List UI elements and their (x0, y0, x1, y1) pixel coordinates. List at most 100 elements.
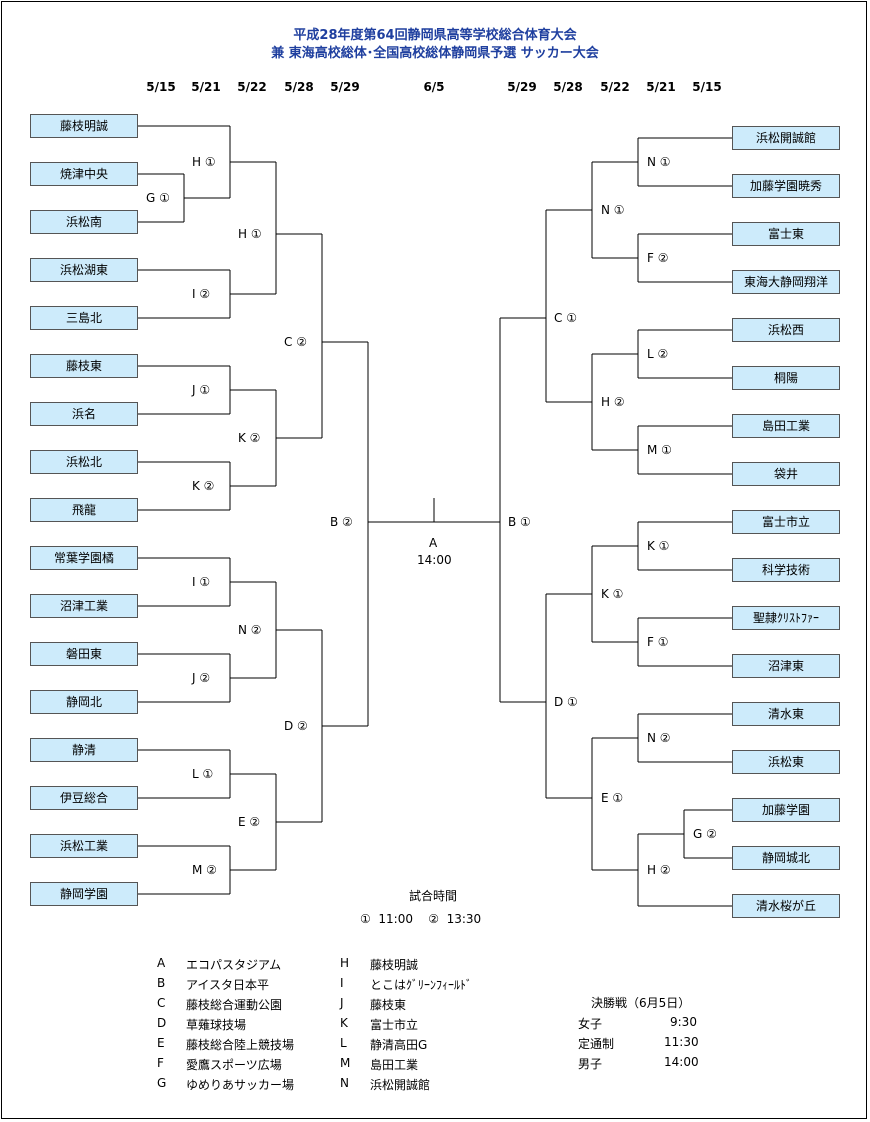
date-right-r2: 5/21 (646, 80, 676, 94)
match-venue-label: E ② (237, 815, 262, 829)
team-right: 浜松東 (732, 750, 840, 774)
team-right: 聖隷ｸﾘｽﾄﾌｧｰ (732, 606, 840, 630)
legend-code: G (157, 1076, 167, 1090)
legend-code: H (340, 956, 350, 970)
match-venue-label: H ① (237, 227, 263, 241)
team-right: 沼津東 (732, 654, 840, 678)
team-right: 袋井 (732, 462, 840, 486)
legend-venue: 藤枝明誠 (370, 958, 419, 972)
legend-venue: 藤枝総合陸上競技場 (186, 1038, 295, 1052)
team-left: 浜松北 (30, 450, 138, 474)
date-left-r1: 5/15 (146, 80, 176, 94)
date-right-r4: 5/28 (553, 80, 583, 94)
legend-code: N (340, 1076, 349, 1090)
match-venue-label: D ② (283, 719, 309, 733)
match-venue-label: K ① (646, 539, 671, 553)
team-left: 常葉学園橘 (30, 546, 138, 570)
legend-venue: エコパスタジアム (186, 958, 282, 972)
legend-code: C (157, 996, 166, 1010)
legend-code: B (157, 976, 166, 990)
team-left: 沼津工業 (30, 594, 138, 618)
match-venue-label: I ① (191, 575, 212, 589)
team-right: 清水桜が丘 (732, 894, 840, 918)
finals-row-time: 11:30 (664, 1035, 699, 1049)
legend-venue: アイスタ日本平 (186, 978, 270, 992)
legend-venue: とこはｸﾞﾘｰﾝﾌｨｰﾙﾄﾞ (370, 978, 473, 992)
match-venue-label: N ① (600, 203, 626, 217)
match-venue-label: D ① (553, 695, 579, 709)
team-left: 静岡学園 (30, 882, 138, 906)
team-right: 東海大静岡翔洋 (732, 270, 840, 294)
team-right: 桐陽 (732, 366, 840, 390)
tournament-subtitle: 兼 東海高校総体･全国高校総体静岡県予選 サッカー大会 (271, 46, 599, 61)
team-right: 富士東 (732, 222, 840, 246)
match-venue-label: C ① (553, 311, 578, 325)
legend-venue: 富士市立 (370, 1018, 419, 1032)
date-left-r5: 5/29 (330, 80, 360, 94)
team-left: 焼津中央 (30, 162, 138, 186)
match-venue-label: M ② (191, 863, 218, 877)
legend-code: M (340, 1056, 351, 1070)
team-right: 静岡城北 (732, 846, 840, 870)
match-venue-label: I ② (191, 287, 212, 301)
match-venue-label: B ② (329, 515, 354, 529)
match-venue-label: H ① (191, 155, 217, 169)
team-left: 浜松湖東 (30, 258, 138, 282)
team-right: 科学技術 (732, 558, 840, 582)
match-venue-label: L ② (646, 347, 670, 361)
legend-venue: 愛鷹スポーツ広場 (186, 1058, 282, 1072)
legend-venue: 藤枝東 (370, 998, 407, 1012)
match-venue-label: N ② (237, 623, 263, 637)
finals-row-time: 14:00 (664, 1055, 699, 1069)
team-left: 静清 (30, 738, 138, 762)
date-right-r3: 5/22 (600, 80, 630, 94)
team-right: 加藤学園 (732, 798, 840, 822)
match-venue-label: N ① (646, 155, 672, 169)
legend-code: J (340, 996, 344, 1010)
legend-code: I (340, 976, 344, 990)
match-venue-label: K ① (600, 587, 625, 601)
team-left: 浜松南 (30, 210, 138, 234)
legend-code: F (157, 1056, 164, 1070)
match-venue-label: G ① (145, 191, 171, 205)
final-venue: A (429, 536, 438, 550)
team-left: 磐田東 (30, 642, 138, 666)
legend-code: L (340, 1036, 347, 1050)
legend-venue: ゆめりあサッカー場 (186, 1078, 295, 1092)
match-venue-label: E ① (600, 791, 625, 805)
team-left: 飛龍 (30, 498, 138, 522)
finals-row-time: 9:30 (670, 1015, 697, 1029)
match-venue-label: J ① (191, 383, 212, 397)
match-venue-label: N ② (646, 731, 672, 745)
finals-row-label: 女子 (578, 1017, 603, 1031)
team-right: 清水東 (732, 702, 840, 726)
team-right: 加藤学園暁秀 (732, 174, 840, 198)
date-right-r5: 5/29 (507, 80, 537, 94)
match-venue-label: B ① (507, 515, 532, 529)
date-right-r1: 5/15 (692, 80, 722, 94)
team-left: 藤枝東 (30, 354, 138, 378)
team-left: 静岡北 (30, 690, 138, 714)
match-venue-label: F ② (646, 251, 670, 265)
match-venue-label: J ② (191, 671, 212, 685)
finals-row-label: 男子 (578, 1057, 603, 1071)
legend-code: D (157, 1016, 167, 1030)
team-right: 島田工業 (732, 414, 840, 438)
match-venue-label: K ② (191, 479, 216, 493)
match-times-title: 試合時間 (409, 889, 458, 903)
team-right: 浜松西 (732, 318, 840, 342)
legend-venue: 浜松開誠館 (370, 1078, 431, 1092)
match-venue-label: H ② (600, 395, 626, 409)
finals-schedule-title: 決勝戦（6月5日） (591, 996, 691, 1010)
team-right: 浜松開誠館 (732, 126, 840, 150)
legend-venue: 島田工業 (370, 1058, 419, 1072)
legend-code: K (340, 1016, 348, 1030)
legend-venue: 静清高田G (370, 1038, 428, 1052)
match-venue-label: F ① (646, 635, 670, 649)
match-venue-label: G ② (692, 827, 718, 841)
team-left: 三島北 (30, 306, 138, 330)
legend-venue: 草薙球技場 (186, 1018, 247, 1032)
match-times-line: ① 11:00 ② 13:30 (360, 912, 482, 926)
